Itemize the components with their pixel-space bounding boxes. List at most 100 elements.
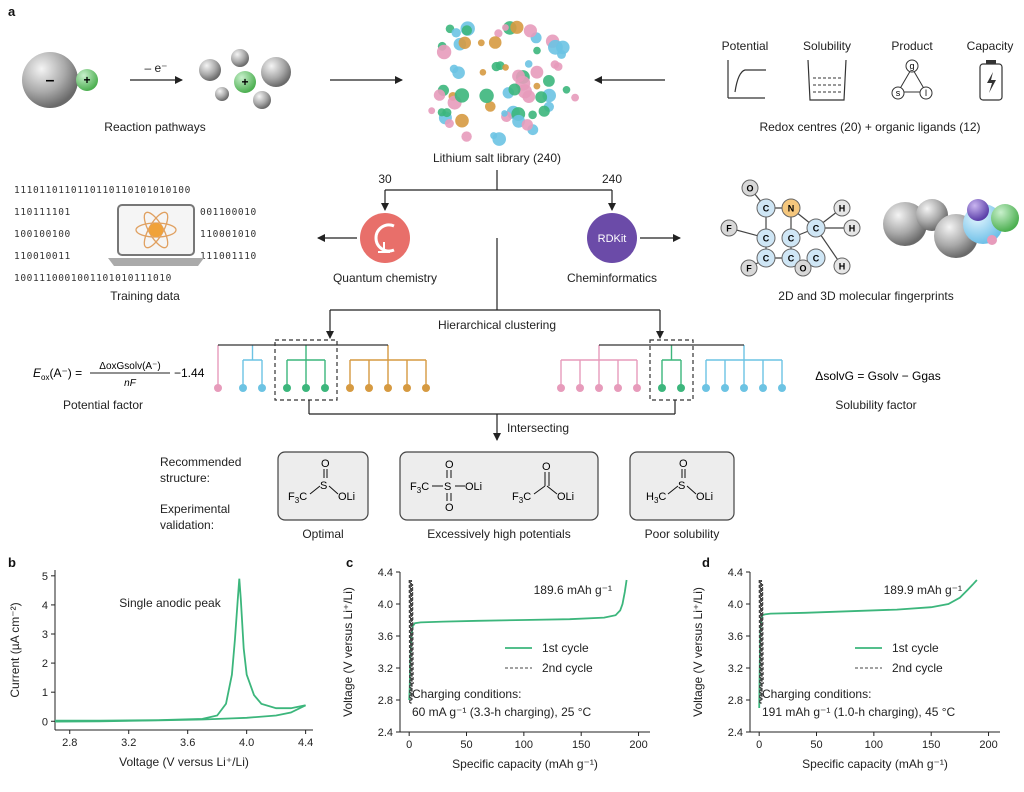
x-tick-label: 50: [460, 739, 472, 751]
atom-label: C: [763, 234, 770, 244]
atom-label: H: [849, 224, 856, 234]
binary-row: 1110110110110110110101010100: [14, 185, 191, 196]
annotation-text: Single anodic peak: [119, 596, 221, 610]
library-dot: [548, 39, 563, 55]
branch-count-left: 30: [378, 172, 392, 186]
cheminformatics-label: Cheminformatics: [567, 271, 657, 285]
x-axis-label: Voltage (V versus Li⁺/Li): [119, 755, 249, 769]
chem-atom: OLi: [696, 491, 713, 503]
y-axis-label: Voltage (V versus Li⁺/Li): [691, 587, 705, 717]
eq-constant: −1.44: [174, 366, 205, 380]
eq-sub: ox: [41, 373, 49, 382]
optimal-label: Optimal: [302, 527, 343, 541]
y-tick-label: 2.4: [378, 727, 393, 739]
chem-atom: O: [445, 502, 454, 514]
library-dot: [461, 25, 472, 36]
y-tick-label: 3.6: [378, 631, 393, 643]
library-dot: [436, 44, 452, 60]
y-tick-label: 2.8: [378, 695, 393, 707]
fragment-ball: [231, 49, 249, 67]
chem-group: F3C: [288, 491, 307, 505]
library-dot: [488, 36, 502, 49]
eq-numerator: ΔoxGsolv(A⁻): [99, 361, 160, 372]
chem-bond: [328, 485, 339, 495]
atom-node: [781, 198, 801, 218]
x-axis-label: Specific capacity (mAh g⁻¹): [802, 757, 948, 771]
chem-text: C: [523, 491, 531, 503]
reaction-pathways-label: Reaction pathways: [104, 120, 205, 134]
dendro-leaf: [346, 384, 354, 392]
panel-d-label: d: [702, 555, 710, 570]
x-tick-label: 3.6: [180, 737, 195, 749]
chem-bond: [686, 485, 697, 495]
quantum-chemistry-node: Quantum chemistry: [333, 213, 437, 285]
solubility-factor-label: Solubility factor: [835, 398, 916, 412]
chem-atom: O: [321, 458, 330, 470]
atom-node: [756, 228, 776, 248]
x-tick-label: 200: [629, 739, 647, 751]
dendro-leaf: [740, 384, 748, 392]
y-tick-label: 2: [42, 658, 48, 670]
fragment-ball: [199, 59, 221, 81]
chem-group: F3C: [512, 491, 531, 505]
library-dot: [433, 89, 446, 101]
atom-node: [741, 179, 759, 197]
dendro-leaf: [283, 384, 291, 392]
atom-node: [806, 248, 826, 268]
library-dot: [528, 110, 537, 120]
atom-label: N: [788, 204, 795, 214]
atom-node: [740, 259, 758, 277]
rdkit-logo-icon: [587, 213, 637, 263]
dendro-leaf: [302, 384, 310, 392]
product-triangle-icon: g s l: [891, 59, 933, 100]
structure-label: structure:: [160, 471, 210, 485]
chem-text: C: [299, 491, 307, 503]
y-axis-label: Current (µA cm⁻²): [8, 602, 22, 697]
dendro-leaf: [658, 384, 666, 392]
plus-sign: +: [241, 75, 248, 89]
binary-row: 111001110: [200, 251, 257, 262]
dendro-leaf: [258, 384, 266, 392]
branch-count-right: 240: [602, 172, 622, 186]
library-dot: [533, 46, 541, 55]
capacity-icon-label: Capacity: [967, 39, 1014, 53]
library-dot: [508, 83, 521, 96]
x-tick-label: 4.0: [239, 737, 254, 749]
intersect-lines: Intersecting: [308, 400, 676, 441]
binary-row: 1001110001001101010111010: [14, 273, 172, 284]
x-tick-label: 3.2: [121, 737, 136, 749]
cation-ball: [234, 71, 256, 93]
chem-text: 3: [295, 496, 300, 505]
series-line: [408, 579, 628, 701]
electron-label: – e⁻: [144, 61, 167, 75]
atom-node: [756, 248, 776, 268]
capacity-value: 189.6 mAh g⁻¹: [534, 583, 612, 597]
eq-lhs: E: [33, 366, 42, 380]
chem-atom: OLi: [557, 491, 574, 503]
chem-atom: S: [320, 480, 327, 492]
x-tick-label: 150: [922, 739, 940, 751]
library-dot: [461, 131, 472, 142]
atom-label: H: [839, 204, 846, 214]
chem-bond: [546, 485, 558, 495]
chem-atom: O: [542, 461, 551, 473]
dendro-leaf: [759, 384, 767, 392]
eq-arg: (A⁻) =: [49, 366, 82, 380]
chem-group: F3C: [410, 481, 429, 495]
potential-equation: Eox(A⁻) = ΔoxGsolv(A⁻) nF −1.44 Potentia…: [33, 361, 205, 412]
selected-cluster-box: [274, 339, 338, 401]
product-letter: l: [925, 88, 927, 98]
beaker-icon: [807, 59, 847, 101]
library-dot: [502, 24, 509, 31]
dendrogram-solubility: [557, 339, 786, 401]
series-line: [408, 579, 414, 705]
library-dot: [479, 88, 494, 104]
legend-label: 1st cycle: [892, 641, 939, 655]
atom-node: [843, 219, 861, 237]
dendro-leaf: [702, 384, 710, 392]
